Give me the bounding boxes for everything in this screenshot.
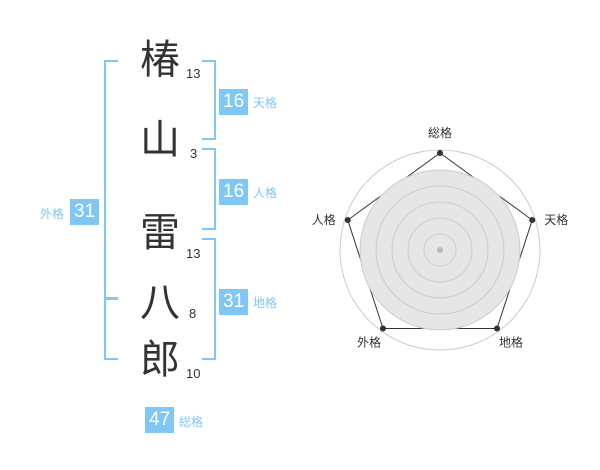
name-char-1: 椿: [140, 37, 180, 83]
gaikaku-bracket-inner: [104, 298, 118, 300]
gaikaku-bracket: [104, 60, 118, 360]
stroke-count-2: 3: [190, 146, 198, 161]
soukaku-value: 47: [145, 407, 175, 433]
name-char-4: 八: [140, 280, 180, 326]
stroke-count-3: 13: [186, 246, 201, 261]
name-char-3: 雷: [140, 210, 180, 256]
tenkaku-label: 天格: [253, 96, 278, 110]
radar-point-1: [437, 150, 443, 156]
stroke-count-1: 13: [186, 66, 201, 81]
gaikaku-label: 外格: [40, 207, 65, 221]
radar-point-5: [344, 217, 351, 224]
jinkaku-label: 人格: [253, 186, 278, 200]
gaikaku-tick: [104, 297, 118, 299]
tenkaku-bracket: [202, 60, 216, 140]
radar-ring-4: [375, 185, 505, 315]
radar-ring-2: [407, 217, 473, 283]
stroke-count-4: 8: [189, 306, 197, 321]
radar-axis-label-2: 天格: [544, 212, 568, 227]
chikaku-bracket: [202, 238, 216, 360]
stroke-count-5: 10: [186, 366, 201, 381]
chikaku-value: 31: [219, 289, 249, 315]
radar-center-dot: [437, 247, 443, 253]
soukaku-label: 総格: [179, 415, 204, 429]
radar-axis-label-3: 地格: [499, 334, 523, 349]
gaikaku-value: 31: [70, 199, 100, 225]
radar-point-2: [529, 217, 536, 224]
radar-point-4: [379, 325, 386, 332]
radar-point-3: [494, 325, 501, 332]
radar-axis-label-4: 外格: [357, 334, 381, 349]
radar-axis-label-1: 総格: [428, 125, 452, 140]
name-char-5: 郎: [140, 337, 180, 383]
radar-ring-3: [391, 201, 489, 299]
jinkaku-value: 16: [219, 179, 249, 205]
radar-ring-1: [423, 233, 457, 267]
radar-axis-label-5: 人格: [312, 212, 336, 227]
chikaku-label: 地格: [253, 296, 278, 310]
tenkaku-value: 16: [219, 89, 249, 115]
jinkaku-bracket: [202, 148, 216, 230]
name-char-2: 山: [140, 117, 180, 163]
